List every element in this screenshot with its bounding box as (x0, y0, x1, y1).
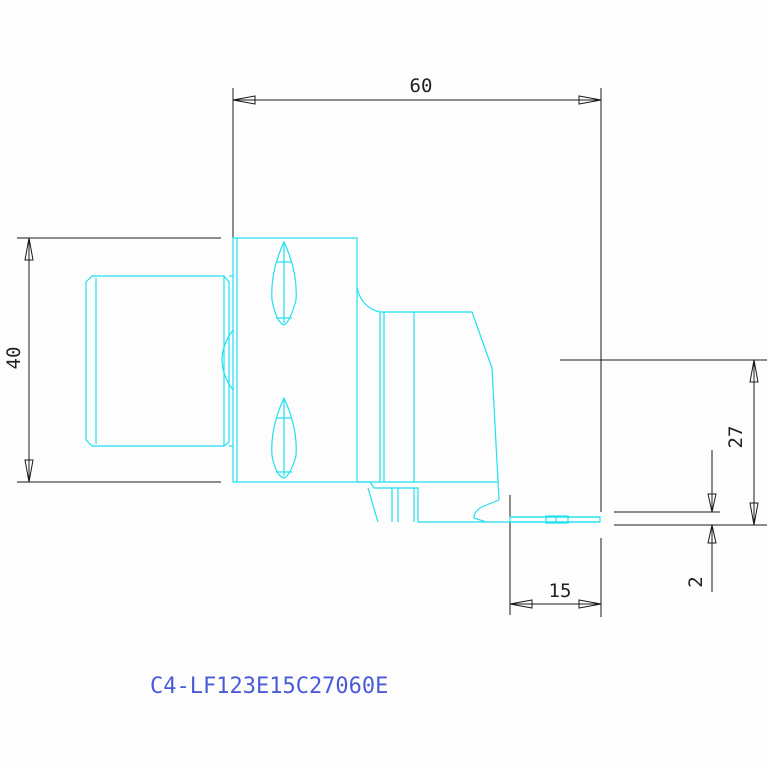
arrow-left (509, 599, 533, 609)
screw-slot-upper (271, 240, 297, 326)
screw-slot-lower (271, 396, 297, 479)
shank-neck-arc (221, 329, 234, 391)
dimension-width-label: 60 (410, 75, 433, 97)
blade-insert-tip (545, 515, 569, 524)
arrow-top (749, 359, 759, 383)
insert-head (356, 287, 601, 523)
part-code: C4-LF123E15C27060E (150, 674, 388, 699)
arrow-bottom (749, 502, 759, 526)
dimension-offset: 27 (560, 359, 767, 526)
dimension-height: 40 (3, 237, 221, 483)
arrow-right (578, 599, 602, 609)
dimension-reach-label: 15 (549, 580, 572, 602)
insert-chamfer (367, 487, 379, 523)
shank-body (85, 275, 230, 447)
arrow-top (24, 237, 34, 261)
clamp-block (232, 237, 358, 483)
arrow-right (578, 95, 602, 105)
dimension-height-label: 40 (3, 347, 25, 370)
arrow-bottom (707, 524, 717, 544)
tool-holder-outline (85, 237, 601, 524)
dimension-reach: 15 (509, 495, 602, 617)
dimension-step: 2 (614, 450, 720, 592)
arrow-left (232, 95, 256, 105)
arrow-top (707, 493, 717, 513)
dimension-offset-label: 27 (725, 426, 747, 449)
arrow-bottom (24, 459, 34, 483)
dimension-step-label: 2 (685, 576, 707, 587)
dimension-width: 60 (232, 75, 602, 512)
